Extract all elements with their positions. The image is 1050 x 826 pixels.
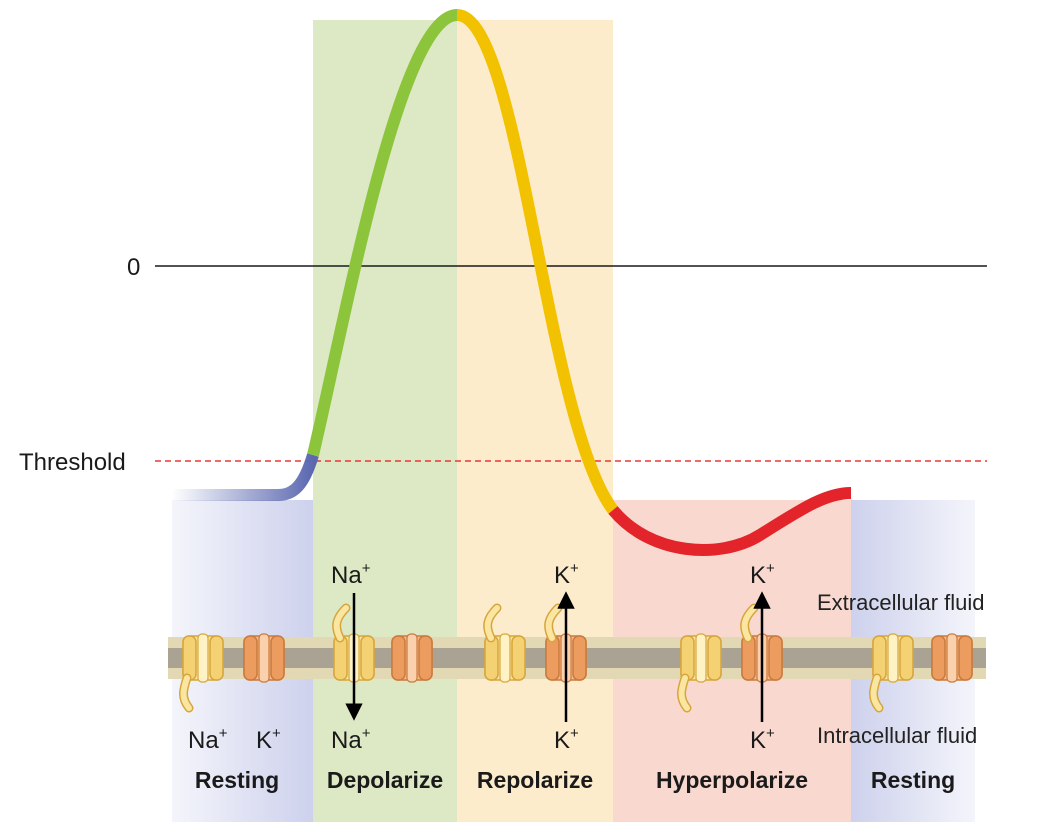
depolarize-bottom-ion: Na+ <box>331 725 371 754</box>
repolarize-bottom-ion: K+ <box>554 725 579 754</box>
depolarize-segment <box>307 9 459 457</box>
ion-flow-arrows <box>345 591 771 722</box>
hyperpolarize-bottom-ion: K+ <box>750 725 775 754</box>
k-channel-resting-left <box>243 633 285 683</box>
phase-labels: Resting Depolarize Repolarize Hyperpolar… <box>195 767 955 793</box>
hyperpolarize-segment <box>608 487 852 556</box>
phase-label-resting-left: Resting <box>195 767 279 793</box>
phase-label-resting-right: Resting <box>871 767 955 793</box>
repolarize-panel <box>457 20 613 822</box>
phase-label-repolarize: Repolarize <box>477 767 593 793</box>
action-potential-curve <box>172 9 975 556</box>
ion-labels: Na+ K+ K+ Na+ K+ Na+ K+ K+ <box>188 560 775 754</box>
k-channel-resting-right <box>931 633 973 683</box>
k-channel-depolarize <box>391 633 433 683</box>
repolarize-top-ion: K+ <box>554 560 579 589</box>
extracellular-fluid-label: Extracellular fluid <box>817 590 985 615</box>
resting-na-ion: Na+ <box>188 725 228 754</box>
depolarize-top-ion: Na+ <box>331 560 371 589</box>
threshold-label: Threshold <box>19 449 126 476</box>
intracellular-fluid-label: Intracellular fluid <box>817 723 977 748</box>
phase-label-depolarize: Depolarize <box>327 767 443 793</box>
resting-segment-left <box>172 453 319 501</box>
resting-k-ion: K+ <box>256 725 281 754</box>
phase-label-hyperpolarize: Hyperpolarize <box>656 767 808 793</box>
repolarize-segment <box>455 9 618 514</box>
hyperpolarize-top-ion: K+ <box>750 560 775 589</box>
zero-label: 0 <box>127 254 140 281</box>
